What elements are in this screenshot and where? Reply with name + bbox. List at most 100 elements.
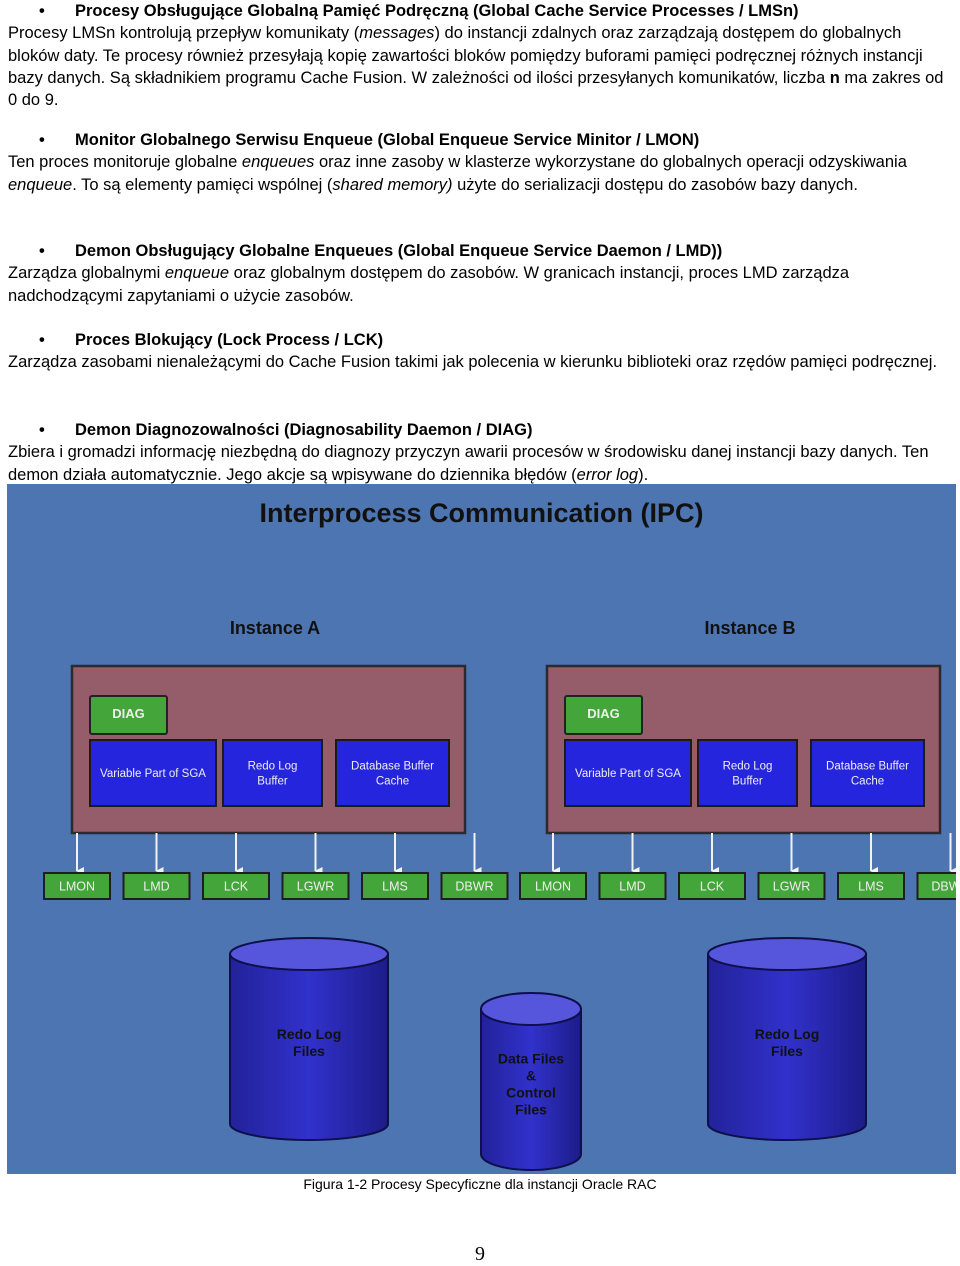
memory-label: Variable Part of SGA	[100, 768, 206, 780]
memory-label: Database Buffer	[826, 761, 909, 773]
storage-label: Files	[293, 1043, 325, 1059]
figure-caption: Figura 1-2 Procesy Specyficzne dla insta…	[303, 1176, 657, 1192]
section-heading: • Monitor Globalnego Serwisu Enqueue (Glo…	[8, 129, 952, 151]
memory-label: Buffer	[257, 776, 288, 788]
section-heading-text: Demon Obsługujący Globalne Enqueues (Glo…	[75, 242, 723, 260]
storage-label: Redo Log	[755, 1026, 820, 1042]
diag-box	[89, 695, 168, 735]
process-label: LGWR	[773, 880, 811, 894]
section-heading: •Procesy Obsługujące Globalną Pamięć Pod…	[8, 0, 952, 22]
memory-box	[222, 739, 323, 807]
body-text: Zbiera i gromadzi informację niezbędną d…	[8, 443, 929, 484]
body-text: oraz inne zasoby w klasterze wykorzystan…	[314, 153, 907, 172]
section-heading: • Demon Obsługujący Globalne Enqueues (Gl…	[8, 240, 952, 262]
storage-label: &	[526, 1067, 536, 1083]
ipc-diagram: Interprocess Communication (IPC)Instance…	[7, 484, 956, 1174]
diag-label: DIAG	[587, 706, 620, 721]
body-text: użyte do serializacji dostępu do zasobów…	[452, 175, 858, 194]
process-label: LMON	[535, 880, 571, 894]
ipc-diagram-canvas: Interprocess Communication (IPC)Instance…	[43, 498, 956, 1171]
memory-box	[564, 739, 692, 807]
body-text: ) do instancji zdalnych oraz zarządzają …	[8, 24, 923, 87]
body-text: ).	[638, 465, 649, 484]
body-text: oraz globalnym dostępem do zasobów. W gr…	[8, 264, 850, 305]
body-text: Procesy LMSn kontrolują przepływ komunik…	[8, 24, 360, 43]
section-heading-text: Monitor Globalnego Serwisu Enqueue (Glob…	[75, 131, 700, 149]
process-box	[678, 872, 746, 900]
process-box	[440, 872, 509, 900]
storage-label: Redo Log	[277, 1026, 342, 1042]
section-heading: • Demon Diagnozowalności (Diagnosability …	[8, 419, 952, 441]
process-box	[361, 872, 429, 900]
storage-label: Control	[506, 1084, 556, 1100]
section-heading-text: Proces Blokujący (Lock Process / LCK)	[75, 331, 384, 349]
italic-term: shared memory)	[332, 175, 453, 194]
process-box	[916, 872, 956, 900]
process-label: LMS	[858, 880, 884, 894]
process-box	[598, 872, 667, 900]
body-text: Zarządza zasobami nienależącymi do Cache…	[8, 353, 938, 372]
page-number: 9	[475, 1243, 485, 1265]
bullet-icon: •	[39, 242, 45, 260]
memory-box	[89, 739, 217, 807]
section: • Proces Blokujący (Lock Process / LCK) Za…	[8, 329, 952, 374]
section-heading: • Proces Blokujący (Lock Process / LCK)	[8, 329, 952, 351]
process-label: LMS	[382, 880, 408, 894]
memory-label: Redo Log	[723, 761, 773, 773]
process-label: LCK	[224, 880, 249, 894]
instance-label: Instance B	[704, 618, 795, 638]
process-label: LMON	[59, 880, 95, 894]
storage-cylinder	[229, 953, 389, 1141]
section-body: Zarządza zasobami nienależącymi do Cache…	[8, 351, 952, 373]
instance-label: Instance A	[230, 618, 320, 638]
process-label: LMD	[619, 880, 645, 894]
italic-term: enqueue	[164, 264, 230, 283]
process-label: DBWR	[931, 880, 956, 894]
process-label: LCK	[700, 880, 725, 894]
bullet-icon: •	[39, 131, 45, 149]
process-label: LMD	[143, 880, 169, 894]
storage-cylinder-top	[480, 992, 582, 1026]
section-body: Zbiera i gromadzi informację niezbędną d…	[8, 441, 952, 486]
storage-label: Files	[515, 1101, 547, 1117]
process-label: LGWR	[297, 880, 335, 894]
process-box	[837, 872, 905, 900]
diag-box	[564, 695, 643, 735]
section-body: Procesy LMSn kontrolują przepływ komunik…	[8, 22, 952, 111]
process-box	[43, 872, 111, 900]
process-label: DBWR	[455, 880, 493, 894]
process-box	[757, 872, 826, 900]
section: • Monitor Globalnego Serwisu Enqueue (Glo…	[8, 129, 952, 196]
process-box	[281, 872, 350, 900]
memory-label: Cache	[851, 776, 884, 788]
bullet-icon: •	[39, 421, 45, 439]
storage-cylinder-top	[707, 937, 867, 971]
storage-cylinder	[480, 1008, 582, 1171]
section-body: Ten proces monitoruje globalne enqueues …	[8, 151, 952, 196]
memory-box	[335, 739, 450, 807]
italic-term: enqueues	[241, 153, 315, 172]
memory-label: Buffer	[732, 776, 763, 788]
memory-label: Variable Part of SGA	[575, 768, 681, 780]
italic-term: error log	[576, 465, 639, 484]
bullet-icon: •	[39, 331, 45, 349]
storage-label: Data Files	[498, 1050, 564, 1066]
section: •Procesy Obsługujące Globalną Pamięć Pod…	[8, 0, 952, 111]
storage-cylinder-top	[229, 937, 389, 971]
section: • Demon Diagnozowalności (Diagnosability …	[8, 419, 952, 486]
body-text: Ten proces monitoruje globalne	[8, 153, 242, 172]
body-text: Zarządza globalnymi	[8, 264, 165, 283]
process-box	[202, 872, 270, 900]
memory-box	[810, 739, 925, 807]
body-text: ma zakres od 0 do 9.	[8, 68, 944, 110]
italic-term: enqueue	[8, 175, 73, 194]
memory-label: Cache	[376, 776, 409, 788]
italic-term: messages	[359, 24, 435, 43]
section-heading-text: Demon Diagnozowalności (Diagnosability D…	[75, 421, 533, 439]
body-text: . To są elementy pamięci wspólnej (	[72, 175, 333, 194]
process-box	[519, 872, 587, 900]
section-heading-text: Procesy Obsługujące Globalną Pamięć Podr…	[75, 2, 799, 20]
diag-label: DIAG	[112, 706, 145, 721]
memory-label: Redo Log	[248, 761, 298, 773]
process-box	[122, 872, 191, 900]
